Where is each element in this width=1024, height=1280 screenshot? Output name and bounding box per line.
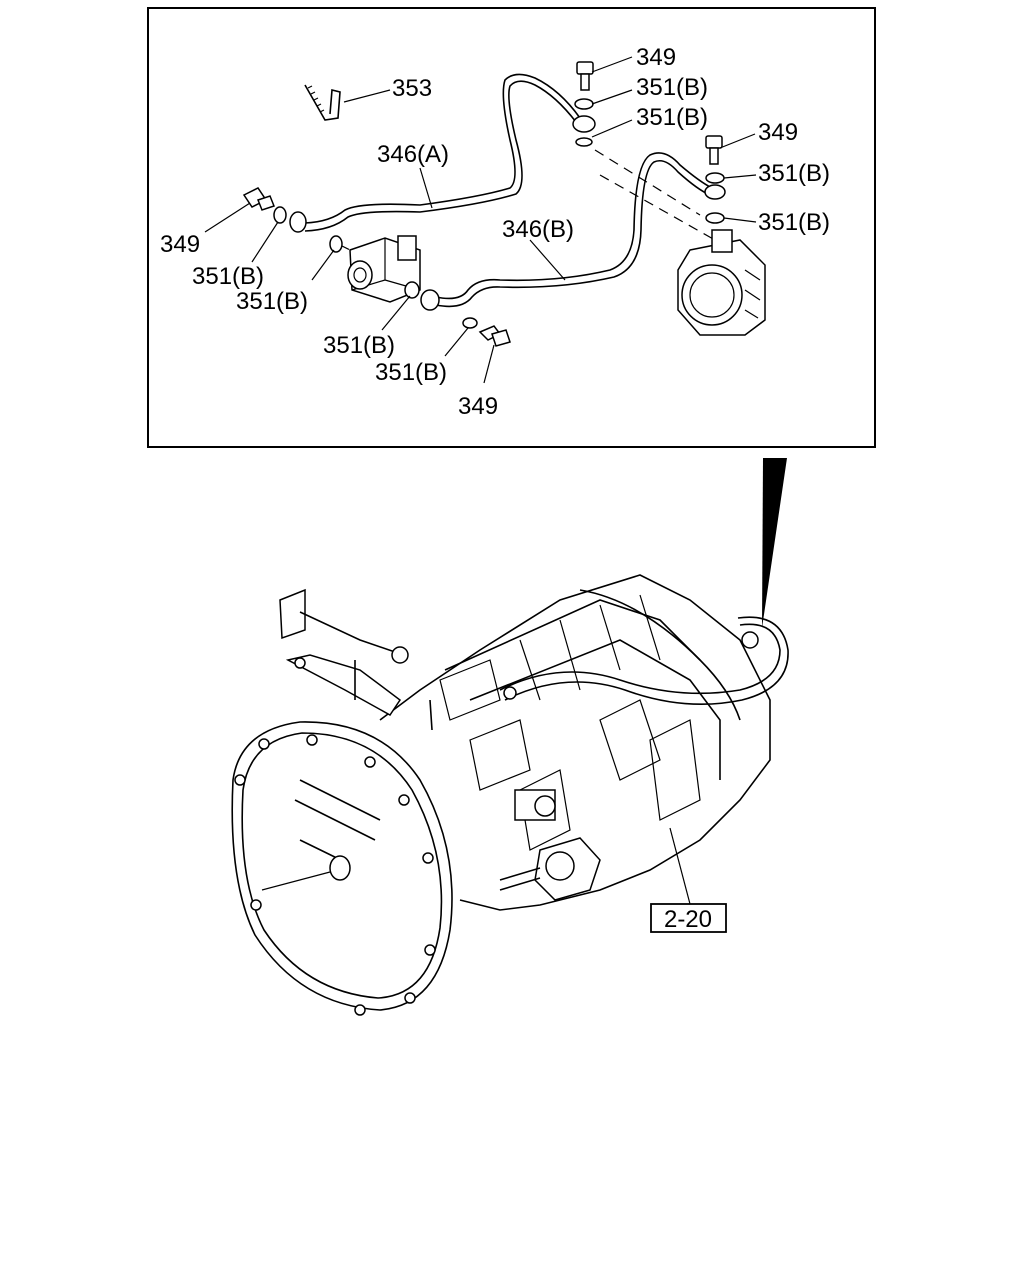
callout-351b-6: 351(B) — [236, 288, 308, 315]
detail-inset-frame — [147, 7, 876, 448]
callout-351b-8: 351(B) — [375, 359, 447, 386]
bolt-349-top — [576, 61, 594, 91]
bolt-349-left — [242, 187, 275, 211]
callout-349-left: 349 — [160, 231, 200, 258]
callout-346b: 346(B) — [502, 216, 574, 243]
pipe-346a — [304, 73, 581, 224]
bolt-349-bottom — [478, 325, 511, 347]
washer-351b-6 — [329, 235, 343, 253]
washer-351b-8 — [462, 317, 478, 329]
bolt-349-right — [705, 135, 723, 165]
washer-351b-1 — [574, 98, 594, 110]
callout-351b-4: 351(B) — [758, 209, 830, 236]
washer-351b-3 — [705, 172, 725, 184]
ref-box-label: 2-20 — [664, 906, 712, 933]
washer-351b-2 — [575, 137, 593, 147]
washer-351b-4 — [705, 212, 725, 224]
pipe-346b-outer — [435, 159, 711, 308]
transmission-assembly — [231, 574, 789, 1016]
power-cylinder — [677, 229, 766, 336]
callout-353: 353 — [392, 75, 432, 102]
alignment-dash-1 — [594, 149, 701, 216]
washer-351b-7 — [404, 281, 420, 299]
alignment-dash-2 — [599, 174, 716, 241]
union-right — [704, 184, 726, 200]
shift-lever — [279, 588, 433, 731]
callout-349-bottom: 349 — [458, 393, 498, 420]
callout-351b-7: 351(B) — [323, 332, 395, 359]
callout-labels: 353 349 351(B) 351(B) 349 351(B) 351(B) … — [160, 44, 830, 420]
callout-351b-3: 351(B) — [758, 160, 830, 187]
union-center — [420, 289, 440, 311]
callout-346a: 346(A) — [377, 141, 449, 168]
pipe-346a-outer — [304, 80, 577, 232]
washer-351b-5 — [273, 206, 287, 224]
inset-parts — [242, 61, 766, 347]
callout-351b-5: 351(B) — [192, 263, 264, 290]
callout-349-top: 349 — [636, 44, 676, 71]
clip-353 — [304, 84, 341, 121]
callout-351b-2: 351(B) — [636, 104, 708, 131]
ref-box-frame — [650, 903, 727, 933]
union-top — [572, 115, 596, 133]
rear-cylinder — [499, 789, 601, 901]
leader-lines — [204, 56, 757, 905]
detail-pointer-wedge — [762, 458, 787, 628]
callout-351b-1: 351(B) — [636, 74, 708, 101]
pipe-346b — [435, 152, 713, 300]
valve-block — [347, 235, 421, 303]
callout-349-right: 349 — [758, 119, 798, 146]
union-left — [289, 211, 307, 233]
